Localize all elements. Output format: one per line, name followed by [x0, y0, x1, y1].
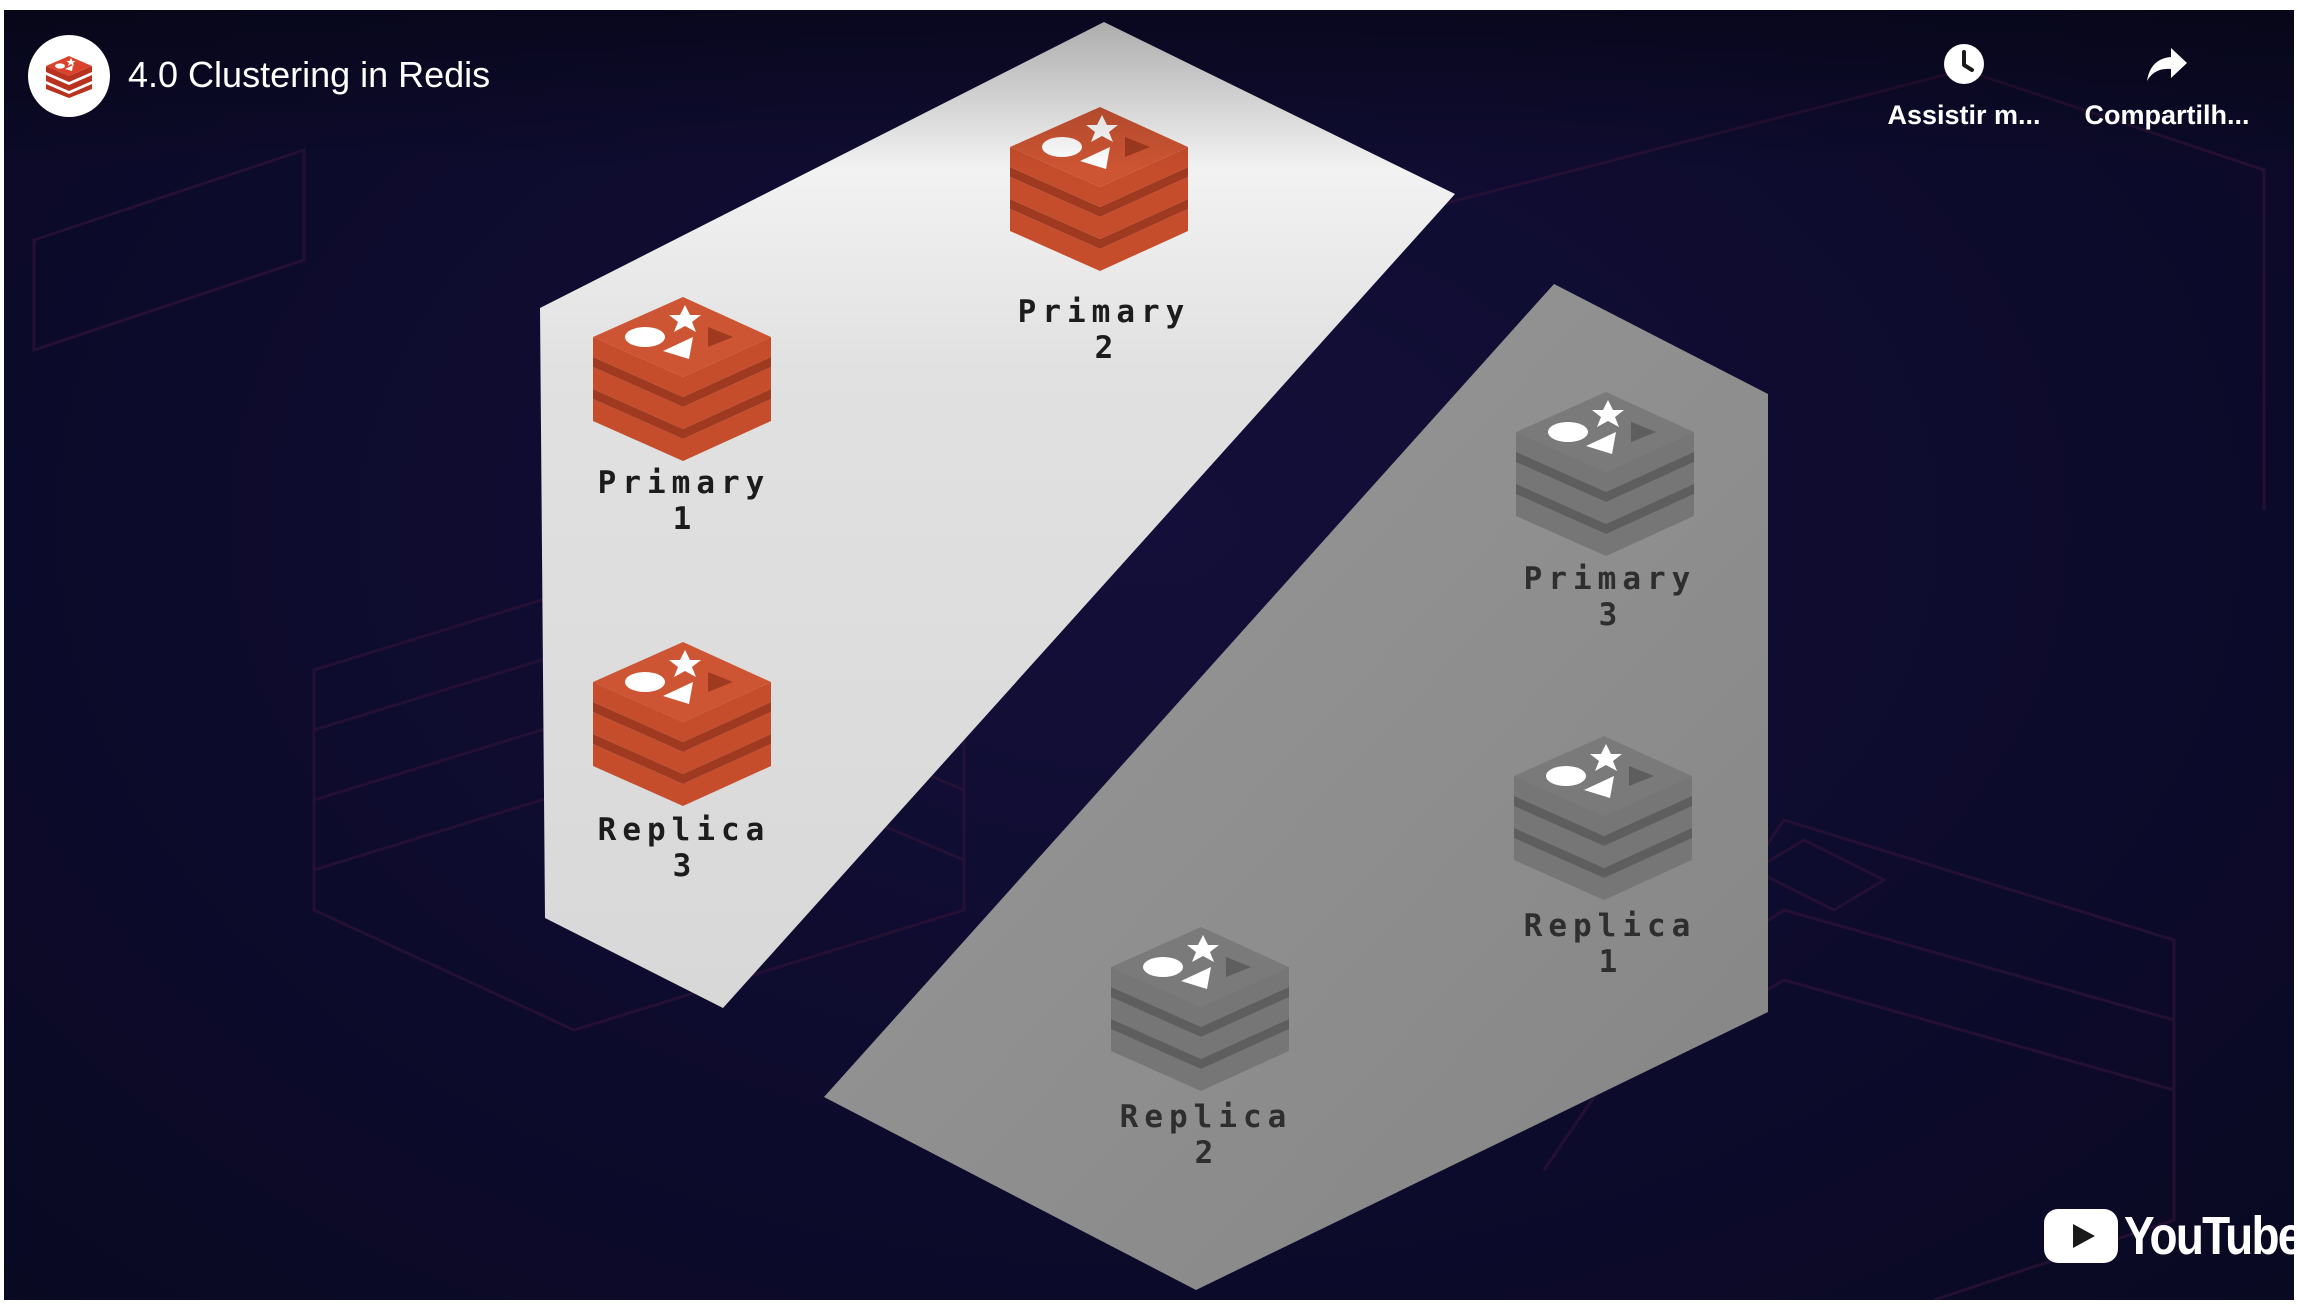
node-label: Primary	[1524, 561, 1697, 597]
clock-icon	[1944, 44, 1984, 84]
watch-later-label: Assistir m...	[1887, 100, 2041, 130]
node-label: Primary	[1018, 294, 1191, 330]
node-label: Replica	[1524, 908, 1697, 944]
node-replica-1: Replica 1	[1514, 736, 1697, 980]
channel-avatar[interactable]	[28, 35, 110, 117]
video-player[interactable]: Primary 2 Primary 1 Replica 3 Primary 3 …	[4, 10, 2294, 1300]
node-primary-1: Primary 1	[593, 297, 771, 537]
share-button[interactable]: Compartilh...	[2062, 40, 2272, 131]
node-number: 1	[1599, 944, 1618, 980]
node-label: Primary	[598, 465, 771, 501]
youtube-logo[interactable]: YouTube	[2044, 1205, 2294, 1267]
video-frame: Primary 2 Primary 1 Replica 3 Primary 3 …	[32, 22, 2266, 1300]
share-arrow-icon	[2147, 48, 2187, 81]
node-primary-2: Primary 2	[1010, 107, 1191, 366]
inactive-shard-panel	[824, 284, 1768, 1290]
player-top-bar	[4, 10, 2294, 170]
node-replica-3: Replica 3	[593, 642, 771, 884]
node-label: Replica	[598, 812, 771, 848]
video-title[interactable]: 4.0 Clustering in Redis	[128, 54, 491, 95]
redis-logo-icon	[46, 56, 92, 98]
youtube-play-icon	[2044, 1209, 2118, 1263]
node-number: 3	[1599, 597, 1618, 633]
node-label: Replica	[1120, 1099, 1293, 1135]
node-replica-2: Replica 2	[1111, 927, 1293, 1171]
node-number: 2	[1195, 1135, 1214, 1171]
node-number: 3	[673, 848, 692, 884]
watch-later-button[interactable]: Assistir m...	[1859, 40, 2069, 131]
node-number: 2	[1095, 330, 1114, 366]
youtube-wordmark: YouTube	[2124, 1206, 2294, 1266]
share-label: Compartilh...	[2084, 100, 2250, 130]
node-primary-3: Primary 3	[1516, 392, 1697, 633]
node-number: 1	[673, 501, 692, 537]
